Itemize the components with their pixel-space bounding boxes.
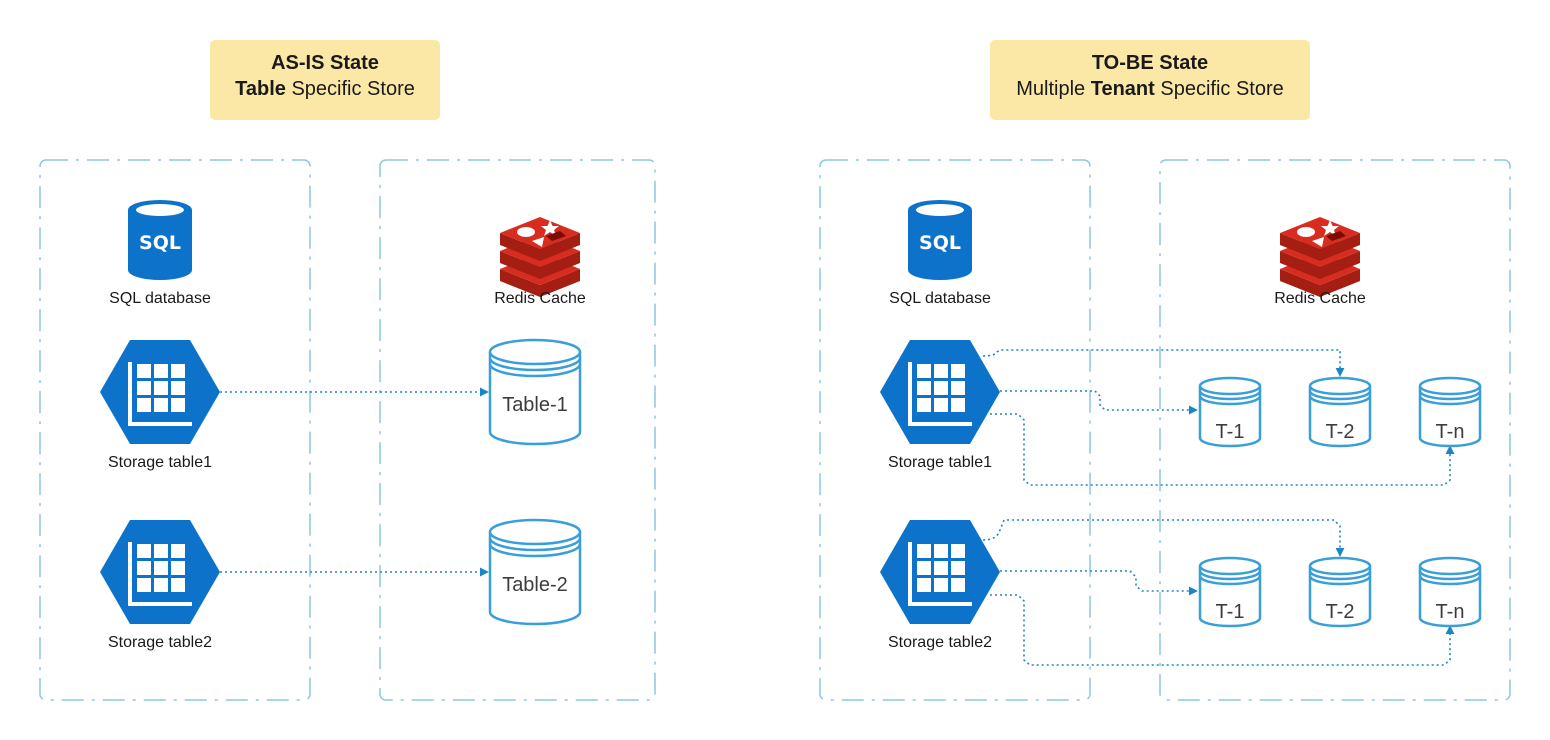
connector-storage1-t2: [982, 349, 1345, 377]
as-is-subtitle-rest: Specific Store: [285, 78, 415, 100]
to-be-subtitle-rest: Specific Store: [1154, 78, 1284, 100]
as-is-title-box: AS-IS State Table Specific Store: [210, 40, 440, 120]
as-is-table1-cache-icon: [488, 338, 582, 446]
to-be-row2-t1-label: T-1: [1216, 601, 1245, 623]
as-is-sql-container: [39, 159, 311, 701]
to-be-title: TO-BE State: [1091, 52, 1209, 74]
to-be-sql-label: SQL database: [889, 290, 991, 307]
to-be-redis-container: [1159, 159, 1511, 701]
to-be-storage2-label: Storage table2: [888, 634, 992, 651]
as-is-sql-database-icon: [128, 200, 192, 280]
to-be-row2-t2-label: T-2: [1326, 601, 1355, 623]
as-is-title: AS-IS State: [271, 52, 379, 74]
to-be-sql-container: [819, 159, 1091, 701]
to-be-subtitle-pre: Multiple: [1016, 78, 1091, 100]
as-is-storage2-label: Storage table2: [108, 634, 212, 651]
as-is-sql-label: SQL database: [109, 290, 211, 307]
connector-storage2-t2: [982, 519, 1345, 557]
as-is-storage-table2-icon: [98, 518, 222, 626]
to-be-row1-tn-label: T-n: [1436, 421, 1465, 443]
connector-storage1-t1: [1000, 390, 1198, 415]
to-be-storage-table1-icon: [878, 338, 1002, 446]
as-is-subtitle-bold: Table: [235, 78, 286, 100]
as-is-storage1-label: Storage table1: [108, 454, 212, 471]
as-is-storage-table1-icon: [98, 338, 222, 446]
as-is-redis-cache-icon: [500, 217, 580, 297]
to-be-row1-t2-label: T-2: [1326, 421, 1355, 443]
to-be-subtitle-bold: Tenant: [1090, 78, 1155, 100]
to-be-subtitle: Multiple Tenant Specific Store: [990, 78, 1310, 101]
to-be-redis-cache-icon: [1280, 217, 1360, 297]
to-be-title-box: TO-BE State Multiple Tenant Specific Sto…: [990, 40, 1310, 120]
as-is-redis-label: Redis Cache: [494, 290, 586, 307]
connector-storage1-tn: [990, 413, 1455, 486]
to-be-row1-t1-label: T-1: [1216, 421, 1245, 443]
as-is-table1-label: Table-1: [502, 394, 568, 416]
as-is-table2-cache-icon: [488, 518, 582, 626]
to-be-sql-database-icon: [908, 200, 972, 280]
to-be-storage-table2-icon: [878, 518, 1002, 626]
as-is-redis-container: [379, 159, 656, 701]
as-is-table2-label: Table-2: [502, 574, 568, 596]
connector-storage2-t1: [1000, 570, 1198, 596]
as-is-subtitle: Table Specific Store: [210, 78, 440, 101]
to-be-redis-label: Redis Cache: [1274, 290, 1366, 307]
to-be-storage1-label: Storage table1: [888, 454, 992, 471]
to-be-row2-tn-label: T-n: [1436, 601, 1465, 623]
